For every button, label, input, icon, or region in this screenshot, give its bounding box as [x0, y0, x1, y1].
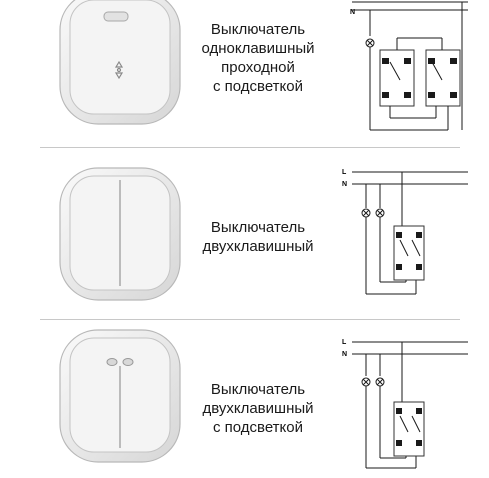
neutral-wire-label: N	[342, 351, 347, 358]
wiring-diagram-1: N	[350, 1, 468, 131]
wiring-diagram-2: L N	[342, 169, 468, 295]
switch-photo-single-passthrough-backlit	[59, 0, 181, 125]
product-label: Выключатель двухклавишный	[202, 219, 314, 255]
switch-photo-double-backlit	[59, 329, 181, 463]
section-divider	[40, 319, 460, 320]
product-row-2: Выключатель двухклавишный L N	[0, 150, 489, 318]
line-wire-label: L	[342, 169, 347, 176]
neutral-wire-label: N	[350, 9, 355, 16]
wiring-diagram-3: L N	[342, 339, 468, 469]
product-label: Выключатель одноклавишный проходной с по…	[201, 21, 315, 95]
line-wire-label: L	[342, 339, 347, 346]
switch-photo-double	[59, 167, 181, 301]
product-row-1: Выключатель одноклавишный проходной с по…	[0, 0, 489, 146]
neutral-wire-label: N	[342, 181, 347, 188]
product-label: Выключатель двухклавишный с подсветкой	[202, 381, 314, 436]
product-row-3: Выключатель двухклавишный с подсветкой L…	[0, 322, 489, 470]
passthrough-arrows-icon	[114, 60, 124, 80]
section-divider	[40, 147, 460, 148]
backlight-indicator-icon	[106, 358, 134, 366]
